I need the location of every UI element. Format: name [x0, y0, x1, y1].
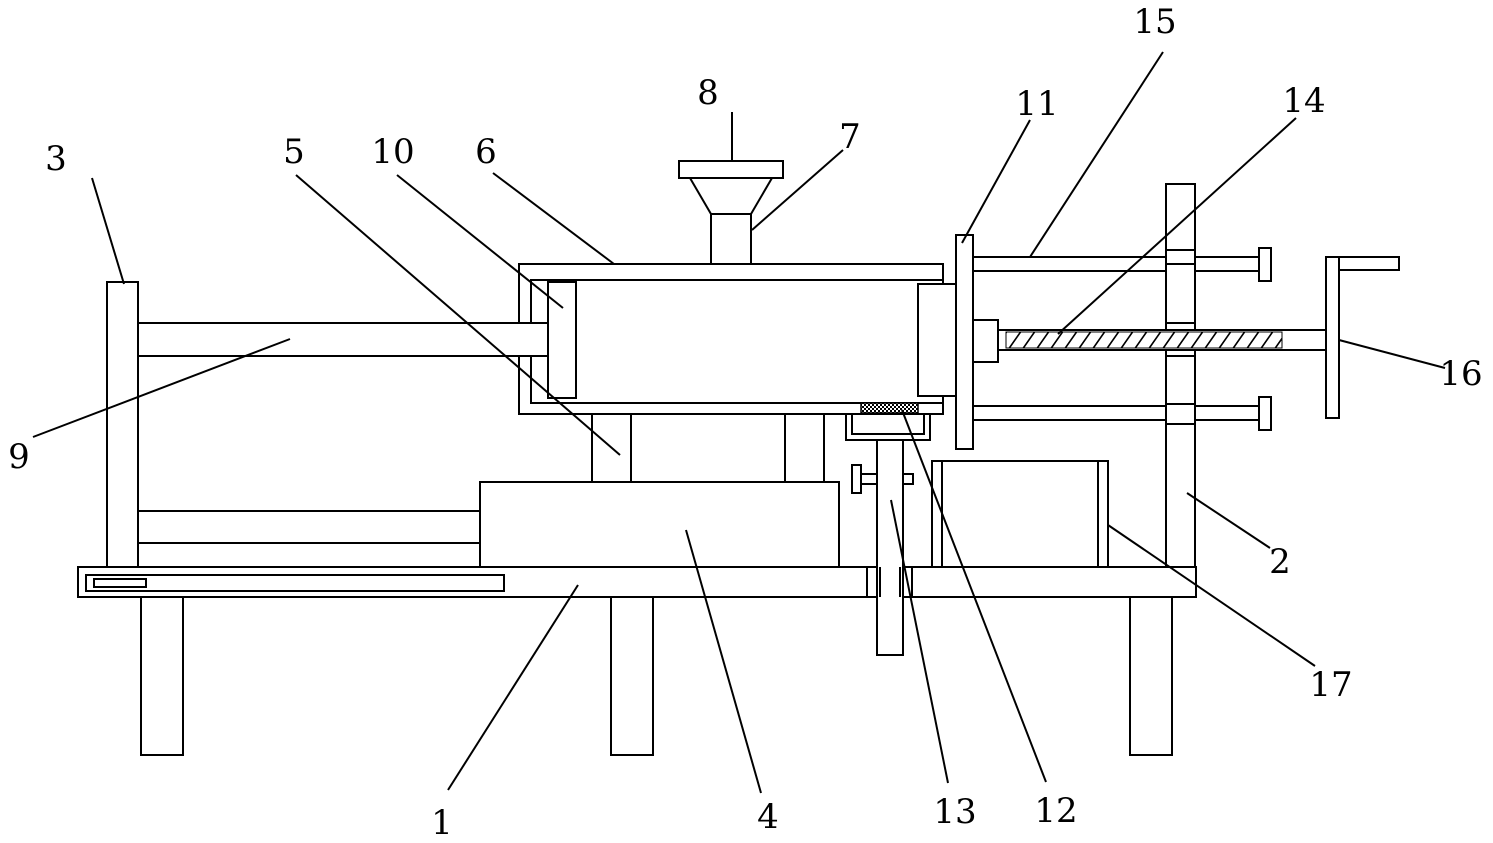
table-legs	[140, 596, 1173, 756]
label-1: 1	[431, 803, 453, 843]
support-posts	[591, 413, 825, 483]
feed-neck	[710, 213, 752, 265]
label-11: 11	[1015, 84, 1058, 124]
crank-handle	[1325, 256, 1400, 419]
label-4: 4	[757, 797, 779, 837]
label-9: 9	[8, 437, 30, 477]
label-5: 5	[283, 132, 305, 172]
label-7: 7	[839, 117, 861, 157]
outer-housing	[518, 263, 944, 415]
leader-lines	[32, 51, 1446, 794]
label-15: 15	[1133, 2, 1176, 42]
label-8: 8	[697, 73, 719, 113]
hopper	[678, 160, 784, 215]
label-13: 13	[933, 792, 976, 832]
lead-screw	[972, 319, 1329, 363]
base-table	[77, 566, 1197, 598]
drain-pipe	[851, 439, 914, 656]
vertical-plate	[955, 234, 974, 450]
left-upright	[106, 281, 139, 568]
label-12: 12	[1034, 791, 1077, 831]
label-6: 6	[475, 132, 497, 172]
end-cap	[917, 283, 957, 397]
label-16: 16	[1439, 354, 1482, 394]
right-upright	[1165, 183, 1196, 568]
part-labels: 1 2 3 4 5 6 7 8 9 10 11 12 13 14 15 16 1…	[8, 2, 1482, 843]
label-14: 14	[1282, 81, 1325, 121]
base-block	[479, 481, 840, 568]
label-3: 3	[45, 139, 67, 179]
push-rod	[137, 322, 549, 357]
collection-box	[931, 460, 1109, 568]
piston-plate	[547, 281, 577, 399]
label-17: 17	[1309, 665, 1352, 705]
filter-screen	[845, 402, 931, 441]
label-10: 10	[371, 132, 414, 172]
lower-rails	[138, 510, 480, 544]
label-2: 2	[1269, 542, 1291, 582]
